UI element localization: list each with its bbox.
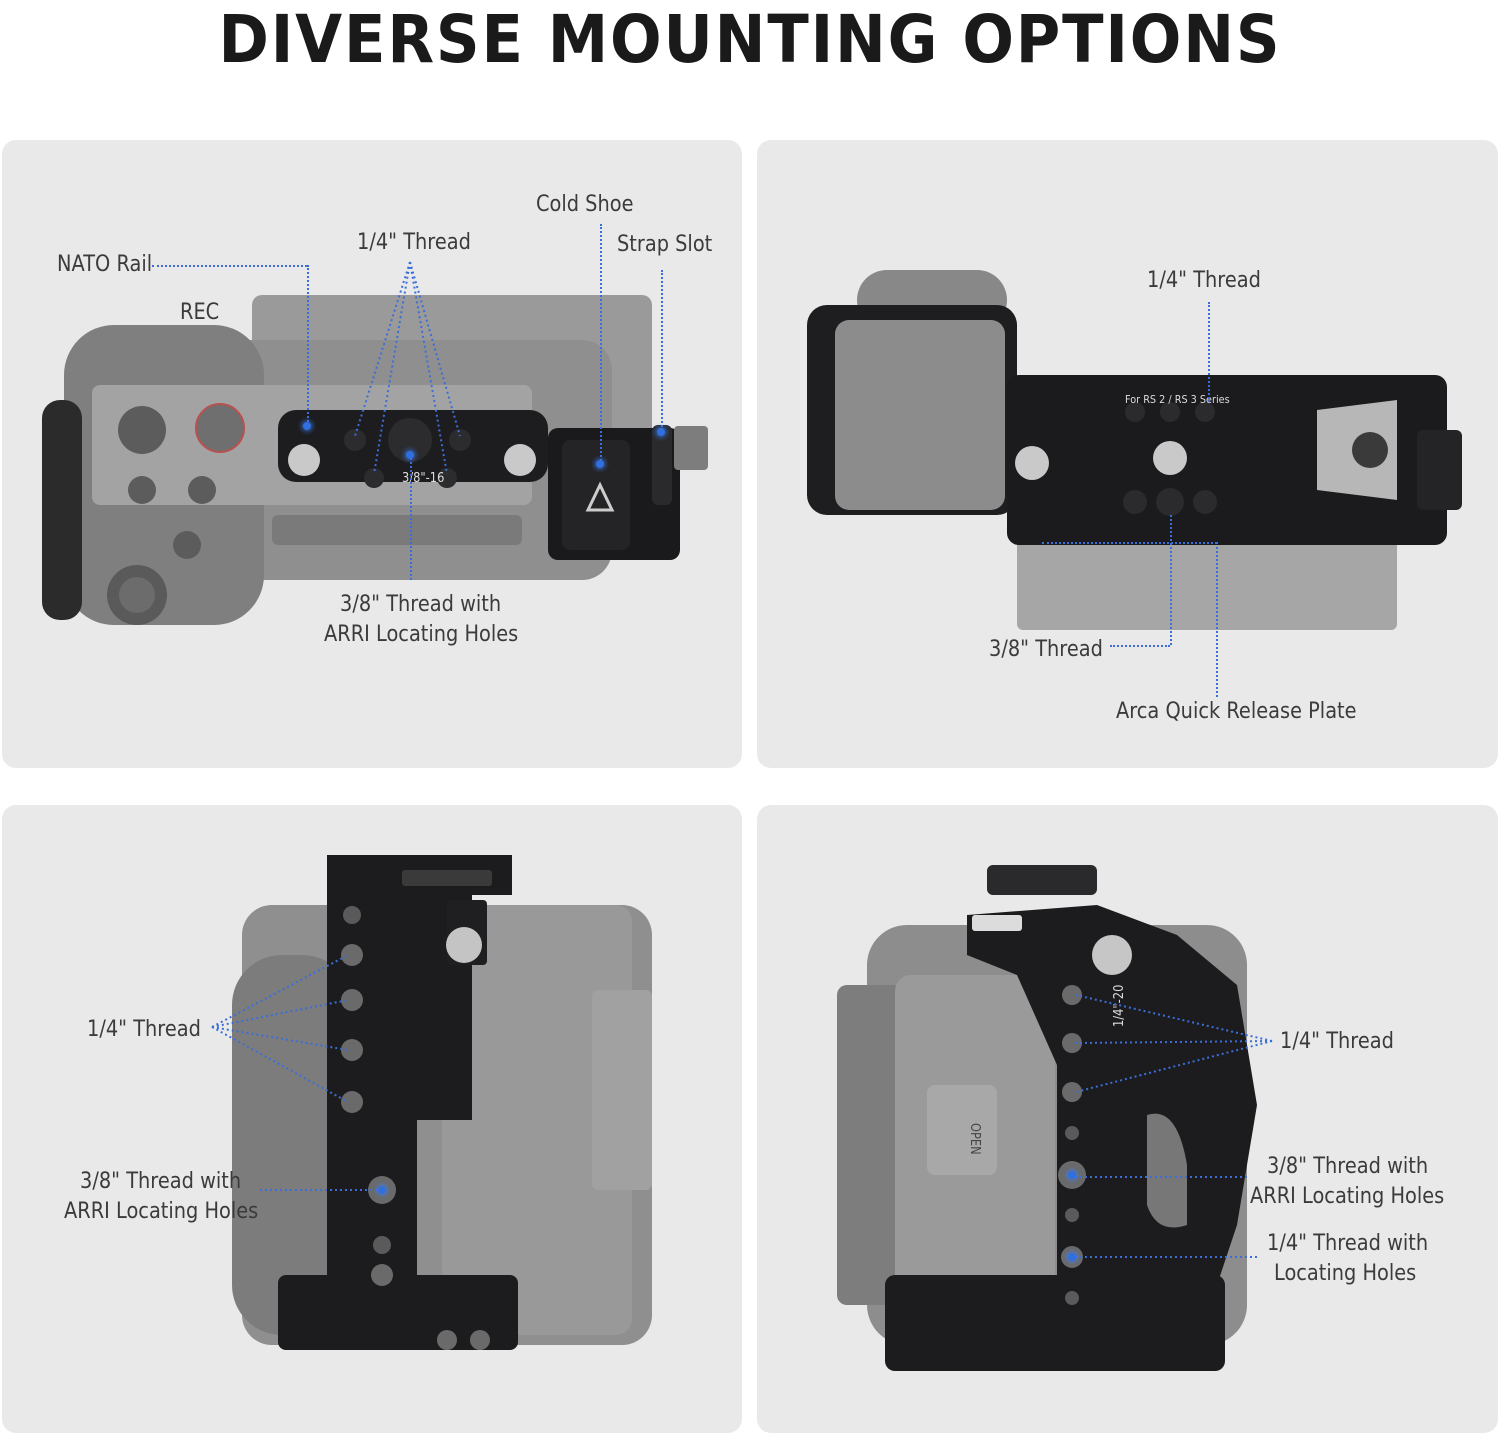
panel-side-view-left: 1/4" Thread 3/8" Thread with ARRI Locati… — [2, 805, 742, 1433]
marker-strap-slot — [657, 428, 665, 436]
label-quarter-thread-2: 1/4" Thread — [1147, 268, 1261, 293]
label-38-thread-4-line1: 3/8" Thread with — [1267, 1154, 1429, 1179]
plate-text: For RS 2 / RS 3 Series — [1125, 393, 1230, 406]
leader-38-thread — [410, 455, 412, 580]
label-nato-rail: NATO Rail — [57, 252, 153, 277]
leader-cold-shoe — [600, 224, 602, 464]
marker-38-thread — [406, 451, 414, 459]
label-38-thread-4-line2: ARRI Locating Holes — [1250, 1184, 1445, 1209]
panel-top-view: REC 3/8"-16 NATO Rail 1/4" Thread Cold S… — [2, 140, 742, 768]
camera-rec-text: REC — [180, 300, 220, 325]
panel-bottom-view: For RS 2 / RS 3 Series 1/4" Thread 3/8" … — [757, 140, 1498, 768]
door-open-text: OPEN — [967, 1123, 982, 1155]
label-quarter-loc-line1: 1/4" Thread with — [1267, 1231, 1429, 1256]
leader-strap-slot — [661, 270, 663, 430]
camera-bottom-illustration — [807, 270, 1462, 630]
marker-38-thread-3 — [378, 1186, 386, 1194]
label-38-thread-2: 3/8" Thread — [989, 637, 1103, 662]
label-38-thread-3-line2: ARRI Locating Holes — [64, 1199, 259, 1224]
marker-quarter-loc — [1068, 1253, 1076, 1261]
label-quarter-thread-4: 1/4" Thread — [1280, 1029, 1394, 1054]
label-38-thread-line2: ARRI Locating Holes — [324, 622, 519, 647]
camera-side-left-illustration — [232, 855, 652, 1350]
page-title: DIVERSE MOUNTING OPTIONS — [218, 1, 1282, 78]
camera-side-right-illustration — [837, 865, 1257, 1371]
plate-mark-text: 3/8"-16 — [402, 471, 445, 486]
leader-quarter-2 — [1208, 302, 1210, 402]
leader-38-2-h — [1110, 645, 1170, 647]
marker-nato — [303, 422, 311, 430]
label-quarter-thread-3: 1/4" Thread — [87, 1017, 201, 1042]
marker-38-thread-4 — [1068, 1171, 1076, 1179]
marker-cold-shoe — [596, 460, 604, 468]
label-38-thread-line1: 3/8" Thread with — [340, 592, 502, 617]
label-quarter-thread: 1/4" Thread — [357, 230, 471, 255]
label-quarter-loc-line2: Locating Holes — [1274, 1261, 1417, 1286]
label-38-thread-3-line1: 3/8" Thread with — [80, 1169, 242, 1194]
label-strap-slot: Strap Slot — [617, 232, 713, 257]
leader-nato-h — [152, 265, 307, 267]
panel-side-view-right: 1/4"-20 OPEN 1/4" Thread 3/8" Thread wit… — [757, 805, 1498, 1433]
leader-nato-v — [307, 265, 309, 425]
leader-arca-h — [1042, 542, 1217, 544]
leader-38-2-v — [1170, 515, 1172, 645]
cage-mark-text: 1/4"-20 — [1112, 984, 1127, 1027]
leader-arca — [1216, 542, 1218, 697]
camera-top-illustration — [42, 295, 708, 625]
label-arca-plate: Arca Quick Release Plate — [1116, 699, 1357, 724]
label-cold-shoe: Cold Shoe — [536, 192, 634, 217]
